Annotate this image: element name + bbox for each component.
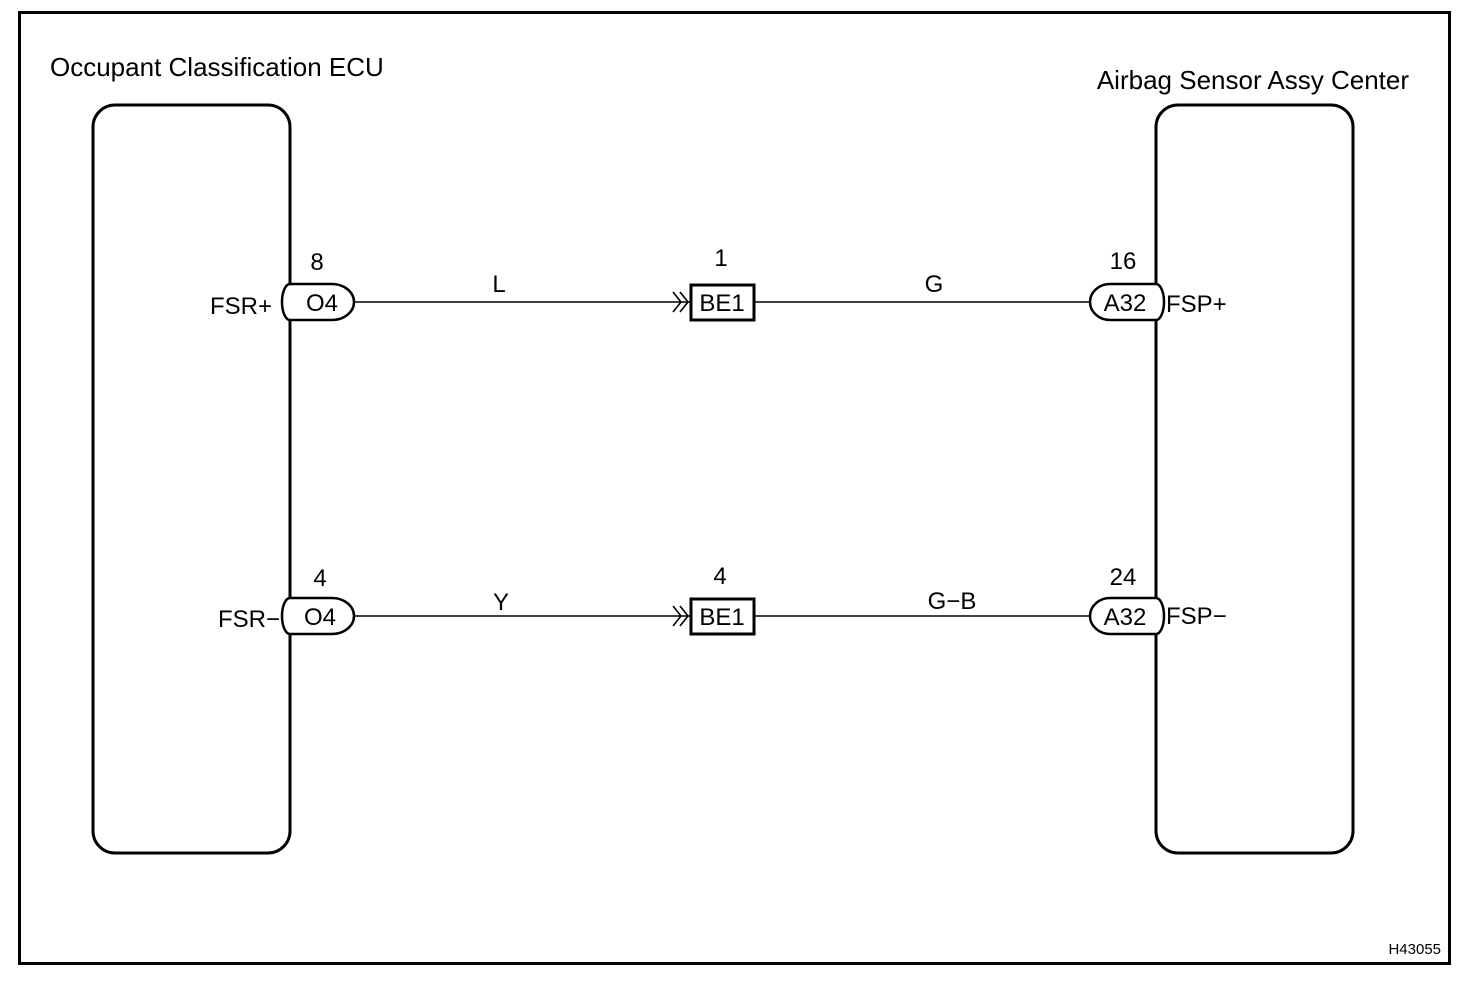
junction-pin-number: 1 xyxy=(714,245,727,272)
wire-color-label: Y xyxy=(493,589,509,616)
airbag-sensor-assy-center-box xyxy=(1154,103,1355,855)
connector-o4-shape xyxy=(280,596,356,636)
left-terminal-label: FSR− xyxy=(218,606,280,633)
connector-a32-shape xyxy=(1088,282,1166,322)
connector-o4-label: O4 xyxy=(304,604,336,631)
left-pin-number: 8 xyxy=(310,249,323,276)
connector-a32-label: A32 xyxy=(1104,604,1147,631)
left-component-title: Occupant Classification ECU xyxy=(50,52,384,82)
junction-be1-box xyxy=(689,283,756,322)
connector-a32-shape xyxy=(1088,596,1166,636)
junction-be1-label: BE1 xyxy=(699,290,744,317)
right-terminal-label: FSP− xyxy=(1166,603,1227,630)
circuit-1: O4 8 FSR+ L G BE1 1 A32 16 FSP+ xyxy=(210,245,1227,322)
occupant-classification-ecu-box xyxy=(91,103,292,855)
right-pin-number: 16 xyxy=(1110,248,1137,275)
junction-be1-box xyxy=(689,597,756,636)
inline-connector-arrow-icon xyxy=(672,605,683,627)
inline-connector-arrow-icon xyxy=(672,291,683,313)
connector-a32-label: A32 xyxy=(1104,290,1147,317)
inline-connector-arrow-icon xyxy=(679,291,690,313)
left-pin-number: 4 xyxy=(313,565,326,592)
right-pin-number: 24 xyxy=(1110,564,1137,591)
circuit-2: O4 4 FSR− Y G−B BE1 4 A32 24 FSP− xyxy=(218,563,1227,636)
inline-connector-arrow-icon xyxy=(679,605,690,627)
figure-id: H43055 xyxy=(1388,941,1441,958)
wire-color-label: G xyxy=(925,271,944,298)
diagram-frame xyxy=(18,11,1451,965)
junction-pin-number: 4 xyxy=(713,563,726,590)
left-terminal-label: FSR+ xyxy=(210,293,272,320)
right-component-title: Airbag Sensor Assy Center xyxy=(1097,65,1409,95)
wire-color-label: L xyxy=(492,271,505,298)
connector-o4-shape xyxy=(280,282,356,322)
wire-color-label: G−B xyxy=(928,588,977,615)
connector-o4-label: O4 xyxy=(306,290,338,317)
junction-be1-label: BE1 xyxy=(699,604,744,631)
right-terminal-label: FSP+ xyxy=(1166,291,1227,318)
